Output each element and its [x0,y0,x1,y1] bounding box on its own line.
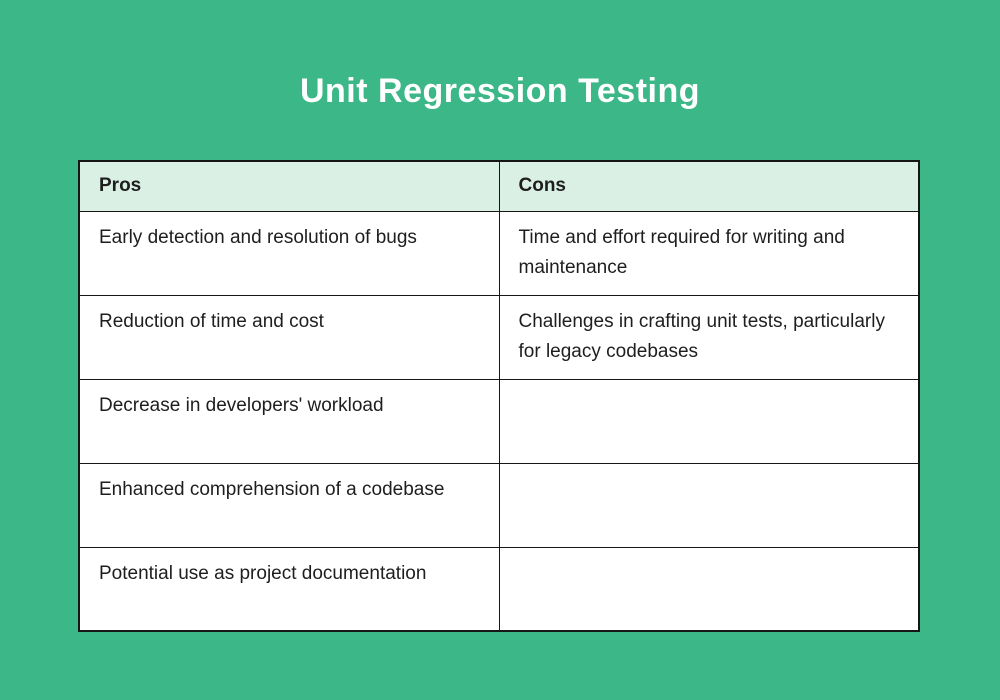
table-row: Decrease in developers' workload [78,378,920,464]
table-row: Early detection and resolution of bugs T… [78,210,920,296]
cons-cell: Time and effort required for writing and… [498,210,920,296]
table-header-row: Pros Cons [78,160,920,212]
cons-cell [498,546,920,632]
pros-cell: Decrease in developers' workload [78,378,500,464]
column-header-pros: Pros [78,160,500,212]
pros-cell: Enhanced comprehension of a codebase [78,462,500,548]
pros-cell: Reduction of time and cost [78,294,500,380]
page-title: Unit Regression Testing [299,72,701,110]
cons-cell: Challenges in crafting unit tests, parti… [498,294,920,380]
cons-cell [498,378,920,464]
table-row: Enhanced comprehension of a codebase [78,462,920,548]
pros-cell: Early detection and resolution of bugs [78,210,500,296]
pros-cons-table: Pros Cons Early detection and resolution… [78,160,920,632]
table-row: Reduction of time and cost Challenges in… [78,294,920,380]
pros-cell: Potential use as project documentation [78,546,500,632]
column-header-cons: Cons [498,160,920,212]
cons-cell [498,462,920,548]
table-row: Potential use as project documentation [78,546,920,632]
